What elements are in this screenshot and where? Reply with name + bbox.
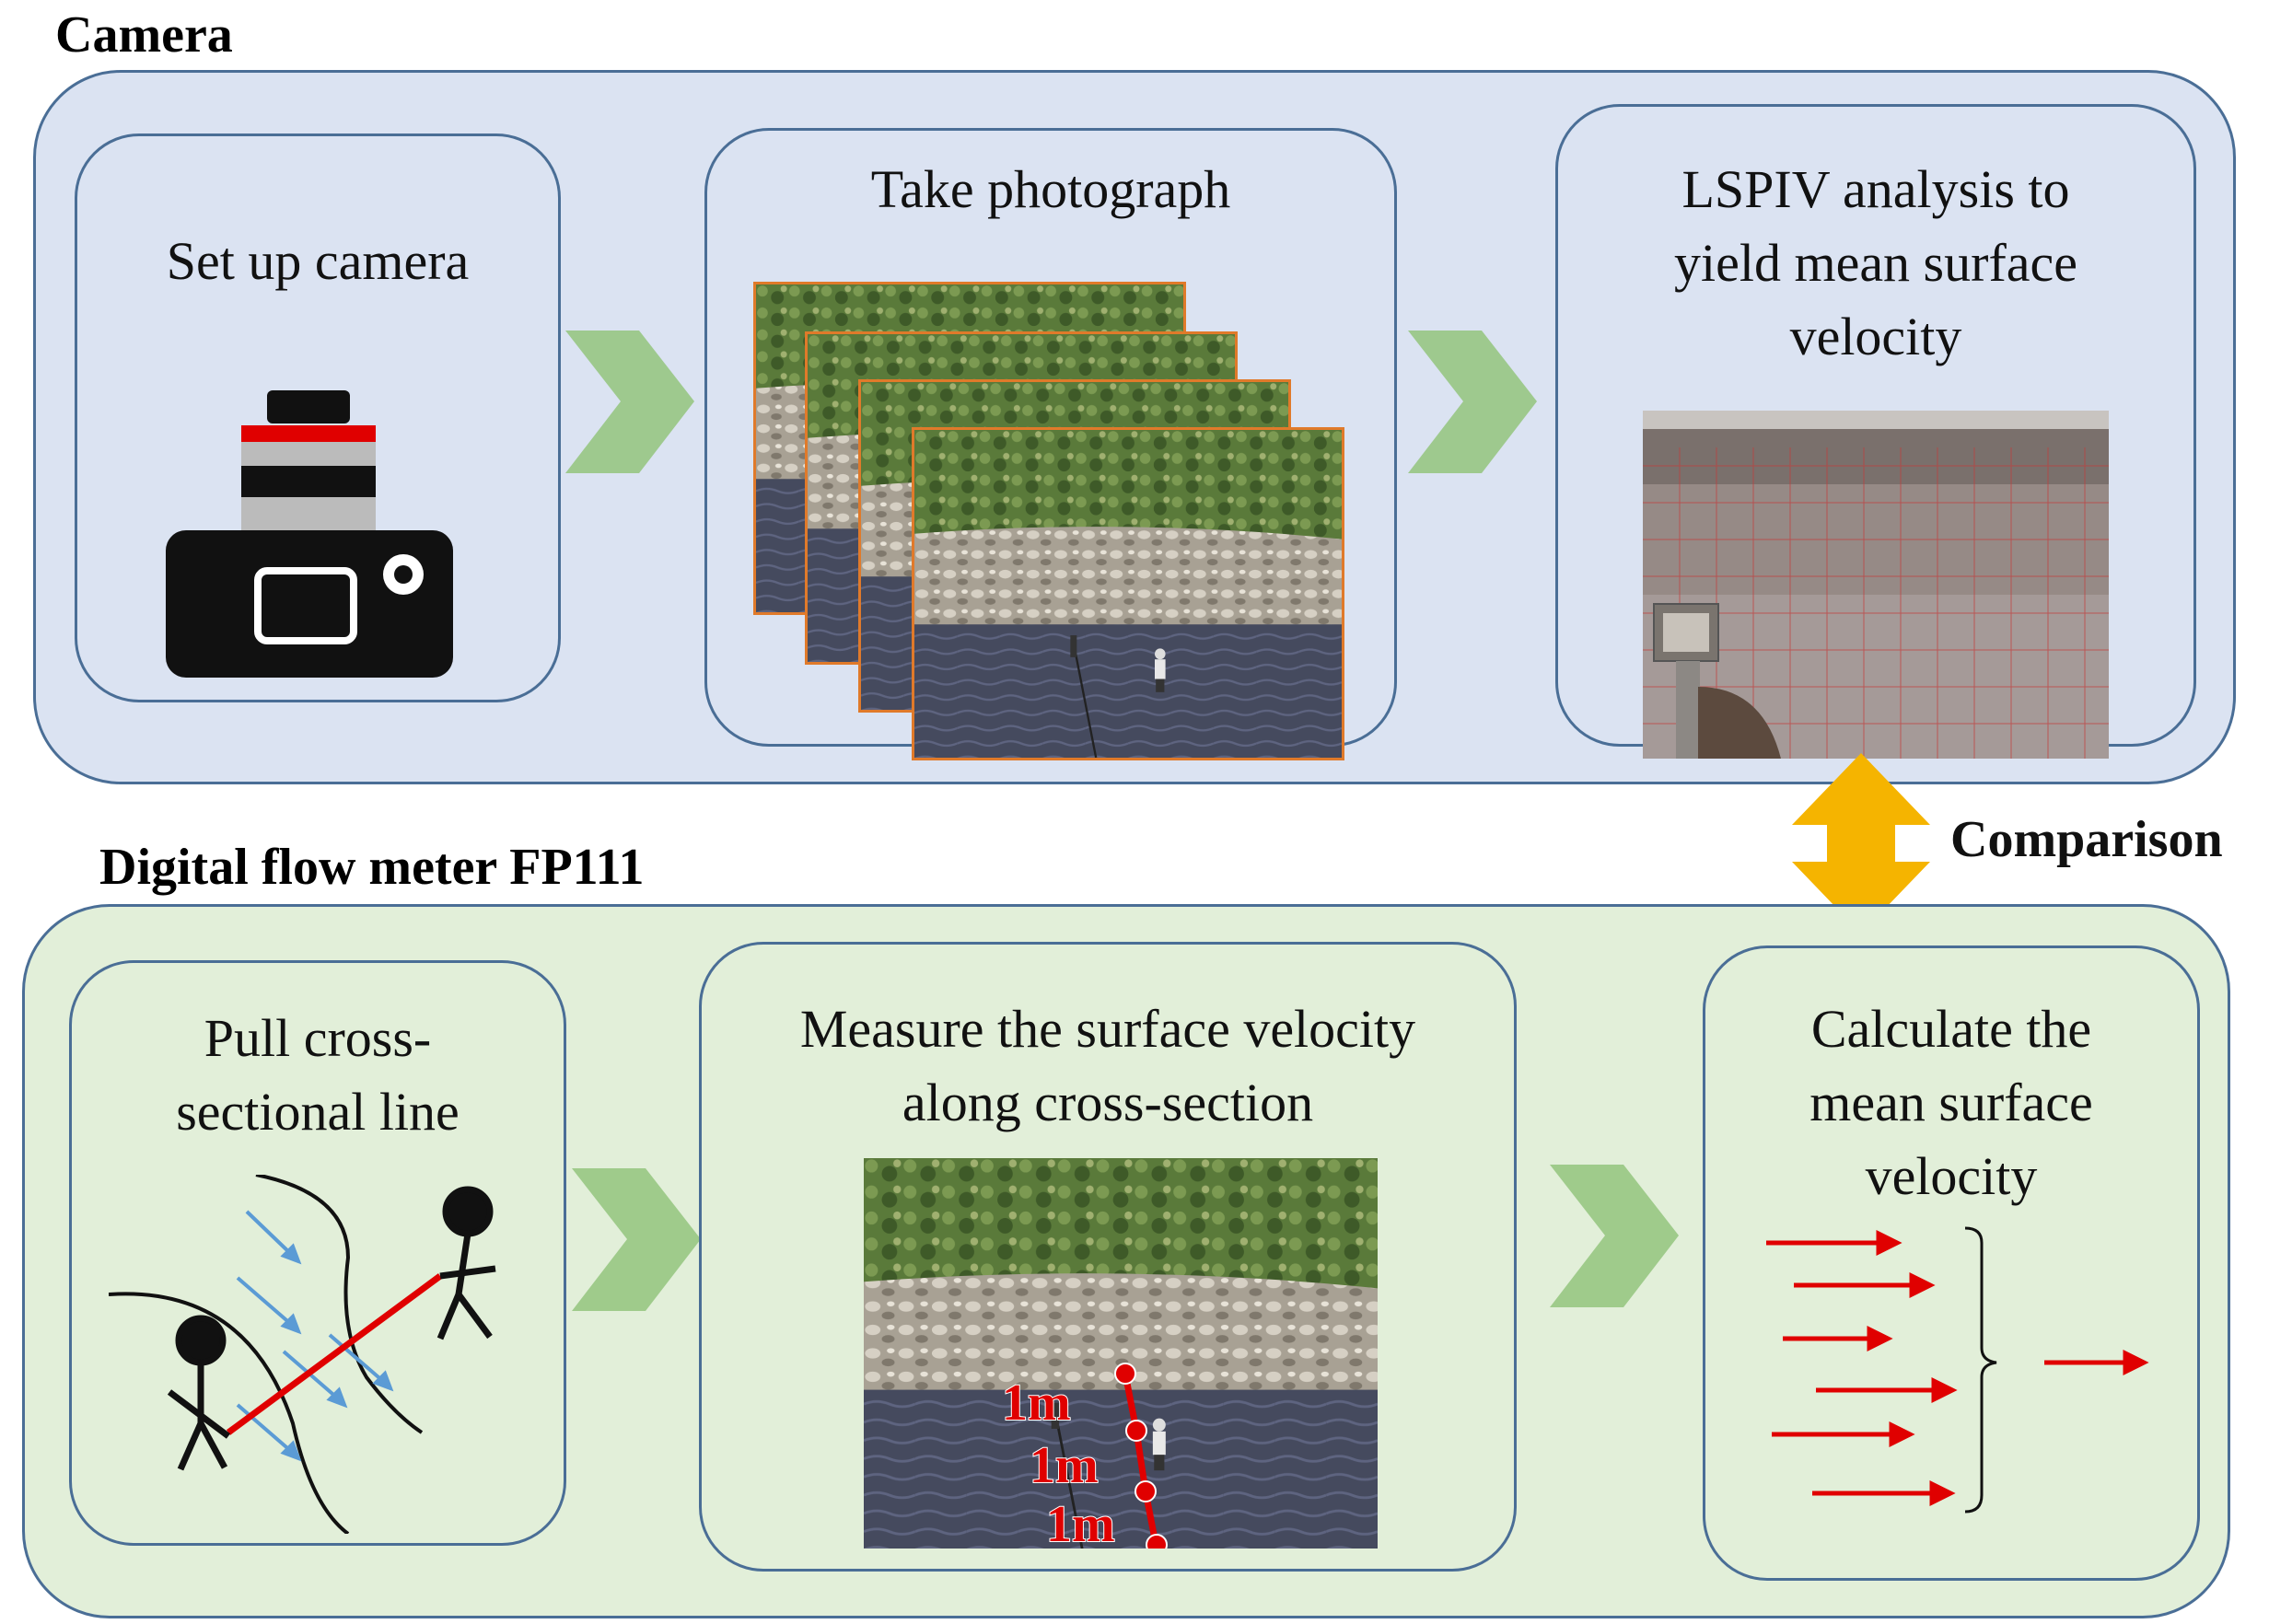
- setup-camera-card: Set up camera: [75, 133, 561, 702]
- flowmeter-panel: Pull cross- sectional line: [22, 904, 2230, 1618]
- calculate-velocity-card: Calculate the mean surface velocity: [1703, 945, 2200, 1581]
- distance-label: 1m: [1045, 1495, 1116, 1549]
- setup-camera-title: Set up camera: [166, 231, 470, 291]
- lspiv-grid-image: [1643, 411, 2109, 759]
- calculate-velocity-title: Calculate the mean surface velocity: [1809, 999, 2093, 1206]
- lspiv-analysis-title: LSPIV analysis to yield mean surface vel…: [1673, 159, 2077, 366]
- measure-velocity-card: Measure the surface velocity along cross…: [699, 942, 1517, 1572]
- take-photograph-title: Take photograph: [870, 159, 1231, 219]
- camera-icon: [166, 390, 453, 678]
- river-cross-section-photo: 1m 1m 1m: [864, 1158, 1378, 1549]
- measure-velocity-title: Measure the surface velocity along cross…: [799, 999, 1416, 1132]
- chevron-right-icon: [565, 331, 694, 473]
- flowmeter-section-label: Digital flow meter FP111: [99, 839, 645, 896]
- photo-frame-4: [912, 427, 1344, 760]
- distance-label: 1m: [1001, 1374, 1072, 1433]
- chevron-right-icon: [1550, 1165, 1679, 1307]
- comparison-arrow-icon: [1792, 753, 1930, 934]
- chevron-right-icon: [1408, 331, 1537, 473]
- velocity-arrows-icon: [1766, 1226, 2149, 1514]
- take-photograph-card: Take photograph: [704, 128, 1397, 760]
- camera-section-label: Camera: [55, 6, 233, 64]
- distance-label: 1m: [1029, 1436, 1100, 1495]
- comparison-label: Comparison: [1950, 811, 2223, 868]
- chevron-right-icon: [572, 1168, 701, 1311]
- camera-panel: Set up camera Take photograph L: [33, 70, 2236, 784]
- stick-figures-line-icon: [109, 1175, 496, 1534]
- lspiv-analysis-card: LSPIV analysis to yield mean surface vel…: [1555, 104, 2196, 759]
- pull-line-title: Pull cross- sectional line: [176, 1008, 460, 1142]
- pull-line-card: Pull cross- sectional line: [69, 960, 566, 1546]
